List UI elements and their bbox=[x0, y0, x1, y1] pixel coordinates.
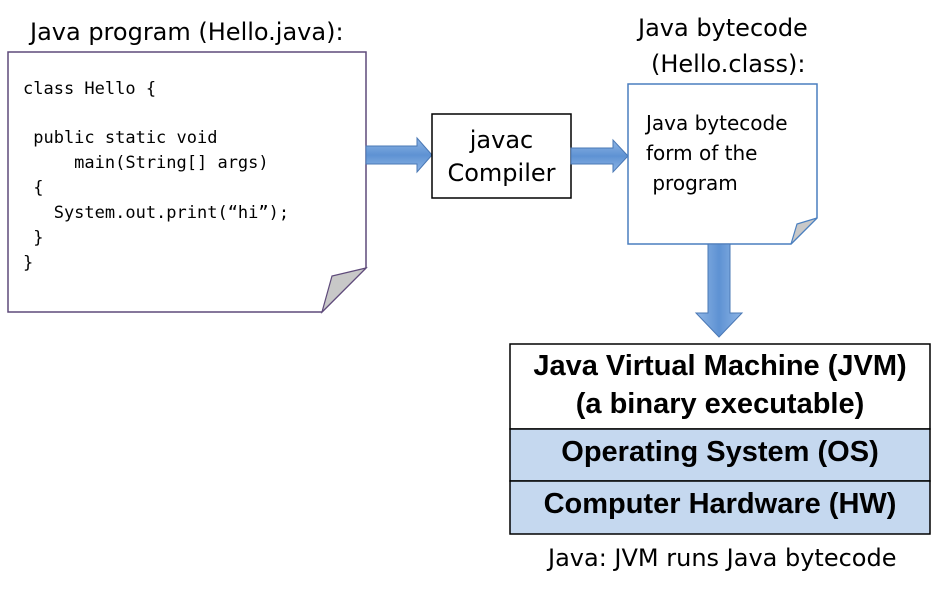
bytecode-fold bbox=[790, 217, 818, 245]
code-line: } bbox=[23, 228, 44, 248]
arrow-bytecode-to-jvm bbox=[694, 243, 744, 338]
diagram-caption: Java: JVM runs Java bytecode bbox=[548, 544, 897, 572]
source-file-fold bbox=[320, 266, 368, 315]
bytecode-title-line1: Java bytecode bbox=[638, 14, 808, 42]
compiler-label-line2: Compiler bbox=[447, 159, 556, 187]
compiler-label: javac Compiler bbox=[432, 124, 571, 190]
code-line: } bbox=[23, 253, 34, 273]
bytecode-body-line: Java bytecode bbox=[646, 111, 788, 135]
hw-box bbox=[509, 480, 931, 535]
bytecode-title-line2: (Hello.class): bbox=[651, 50, 806, 78]
hw-label: Computer Hardware (HW) bbox=[543, 488, 897, 520]
code-line: public static void bbox=[23, 128, 218, 148]
arrow-compiler-to-bytecode bbox=[570, 138, 629, 174]
jvm-label-line1: Java Virtual Machine (JVM) bbox=[533, 350, 907, 382]
code-line: class Hello { bbox=[23, 79, 157, 99]
source-file-document bbox=[7, 51, 368, 315]
jvm-label-line2: (a binary executable) bbox=[575, 388, 865, 420]
code-line: System.out.print(“hi”); bbox=[23, 203, 290, 223]
bytecode-body-line: program bbox=[646, 171, 738, 195]
jvm-box bbox=[509, 343, 931, 430]
code-line: main(String[] args) bbox=[23, 153, 269, 173]
arrow-source-to-compiler bbox=[365, 136, 433, 174]
bytecode-body-line: form of the bbox=[646, 141, 758, 165]
source-file-title: Java program (Hello.java): bbox=[30, 18, 344, 46]
os-label: Operating System (OS) bbox=[561, 436, 879, 468]
bytecode-document bbox=[627, 83, 818, 245]
code-line: { bbox=[23, 178, 44, 198]
compiler-label-line1: javac bbox=[469, 126, 534, 154]
